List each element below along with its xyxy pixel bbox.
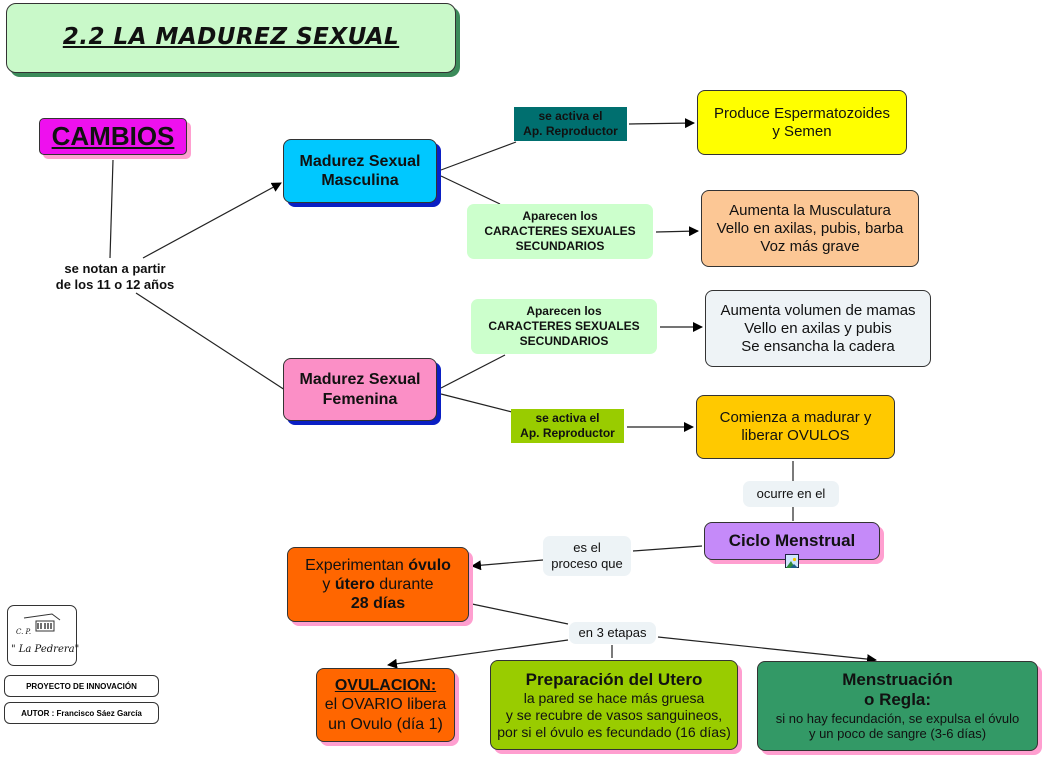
node-line: y útero durante	[322, 575, 433, 594]
link-label-notan[interactable]: se notan a partir de los 11 o 12 años	[40, 259, 190, 295]
node-caracteres-femeninos[interactable]: Aumenta volumen de mamas Vello en axilas…	[705, 290, 931, 367]
node-text: Masculina	[321, 172, 399, 189]
node-ovulacion[interactable]: OVULACION: el OVARIO libera un Ovulo (dí…	[316, 668, 455, 742]
link-notan-masculina	[142, 182, 282, 259]
node-text: durante	[374, 575, 434, 593]
link-label-text: Ap. Reproductor	[520, 426, 615, 440]
project-text: PROYECTO DE INNOVACIÓN	[26, 681, 137, 691]
link-exp-etapas	[471, 603, 569, 625]
link-cambios-notan	[109, 159, 114, 259]
node-text: Femenina	[322, 390, 398, 408]
node-madurez-masculina[interactable]: Madurez Sexual Masculina	[283, 139, 437, 203]
link-label-text: de los 11 o 12 años	[55, 277, 175, 292]
node-menstruacion[interactable]: Menstruación o Regla: si no hay fecundac…	[757, 661, 1038, 751]
node-text: un Ovulo (día 1)	[328, 715, 443, 733]
link-masc-caracteres	[440, 175, 501, 205]
node-text-bold: óvulo	[408, 556, 451, 574]
node-text: Vello en axilas, pubis, barba	[716, 219, 904, 237]
node-text: Aumenta volumen de mamas	[720, 301, 916, 319]
node-text: Voz más grave	[760, 237, 860, 255]
node-text: Madurez Sexual	[299, 371, 421, 389]
link-label-text: SECUNDARIOS	[515, 239, 605, 253]
node-heading: Preparación del Utero	[525, 669, 703, 689]
logo-text: C. P.	[16, 628, 32, 636]
node-text-bold: útero	[334, 575, 375, 593]
node-text: Ciclo Menstrual	[728, 530, 856, 550]
link-label-text: es el	[573, 539, 601, 555]
node-text: y	[322, 575, 335, 593]
node-madurez-femenina[interactable]: Madurez Sexual Femenina	[283, 358, 437, 421]
node-text: y Semen	[772, 122, 832, 140]
link-label-text: ocurre en el	[756, 485, 826, 501]
link-label-text: Ap. Reproductor	[523, 124, 618, 138]
link-label-caracteres-masculino[interactable]: Aparecen los CARACTERES SEXUALES SECUNDA…	[467, 204, 653, 259]
link-label-text: se notan a partir	[64, 260, 166, 276]
title-banner: 2.2 LA MADUREZ SEXUAL	[6, 3, 456, 73]
link-label-ocurre[interactable]: ocurre en el	[743, 481, 839, 507]
node-text: Experimentan	[305, 556, 409, 574]
link-label-text: se activa el	[538, 109, 603, 123]
project-label: PROYECTO DE INNOVACIÓN	[4, 675, 159, 697]
link-caracteres-musc	[655, 226, 699, 237]
node-heading: o Regla:	[863, 690, 932, 710]
node-text: Comienza a madurar y	[719, 409, 872, 426]
node-text: Produce Espermatozoides	[714, 104, 890, 122]
link-label-activa-femenino[interactable]: se activa el Ap. Reproductor	[511, 409, 624, 443]
link-ciclo-proceso	[632, 545, 703, 552]
node-text: Se ensancha la cadera	[741, 337, 895, 355]
link-label-text: CARACTERES SEXUALES	[484, 224, 636, 238]
link-masc-activa	[440, 141, 517, 171]
node-experimentan[interactable]: Experimentan óvulo y útero durante 28 dí…	[287, 547, 469, 622]
link-label-text: Aparecen los	[522, 209, 598, 223]
node-caracteres-masculinos[interactable]: Aumenta la Musculatura Vello en axilas, …	[701, 190, 919, 267]
node-liberar-ovulos[interactable]: Comienza a madurar y liberar OVULOS	[696, 395, 895, 459]
node-text: Aumenta la Musculatura	[729, 201, 891, 219]
image-icon[interactable]	[785, 554, 799, 568]
link-fem-caracteres	[440, 354, 506, 389]
page-title: 2.2 LA MADUREZ SEXUAL	[62, 24, 400, 51]
school-logo: C. P. " La Pedrera"	[7, 605, 80, 666]
node-text: y un poco de sangre (3-6 días)	[808, 726, 987, 742]
link-label-caracteres-femenino[interactable]: Aparecen los CARACTERES SEXUALES SECUNDA…	[471, 299, 657, 354]
node-text-bold: 28 días	[350, 595, 406, 613]
link-label-text: SECUNDARIOS	[519, 334, 609, 348]
link-activa-semen	[628, 118, 695, 129]
node-cambios[interactable]: CAMBIOS	[39, 118, 187, 155]
link-label-activa-masculino[interactable]: se activa el Ap. Reproductor	[514, 107, 627, 141]
node-text: si no hay fecundación, se expulsa el óvu…	[775, 710, 1020, 726]
link-notan-femenina	[135, 292, 286, 391]
author-text: AUTOR : Francisco Sáez García	[21, 708, 142, 718]
node-preparacion-utero[interactable]: Preparación del Utero la pared se hace m…	[490, 660, 738, 750]
link-label-proceso[interactable]: es el proceso que	[543, 536, 631, 576]
link-label-text: en 3 etapas	[578, 624, 647, 640]
node-text: liberar OVULOS	[741, 427, 850, 444]
link-label-text: CARACTERES SEXUALES	[488, 319, 640, 333]
link-label-text: se activa el	[535, 411, 600, 425]
node-heading: Menstruación	[842, 670, 953, 690]
node-line: Experimentan óvulo	[305, 556, 451, 575]
link-fem-activa	[440, 393, 513, 413]
node-heading: OVULACION:	[334, 677, 437, 695]
node-text: Vello en axilas y pubis	[744, 319, 892, 337]
link-label-text: Aparecen los	[526, 304, 602, 318]
node-text: por si el óvulo es fecundado (16 días)	[497, 723, 731, 740]
link-label-etapas[interactable]: en 3 etapas	[569, 622, 656, 644]
node-text: Madurez Sexual	[299, 152, 421, 170]
image-icon-glyph	[786, 557, 798, 568]
node-text: el OVARIO libera	[324, 696, 447, 714]
node-text: la pared se hace más gruesa	[523, 690, 705, 706]
node-text: y se recubre de vasos sanguineos,	[505, 706, 723, 723]
author-label: AUTOR : Francisco Sáez García	[4, 702, 159, 724]
node-produce-espermatozoides[interactable]: Produce Espermatozoides y Semen	[697, 90, 907, 155]
building-icon	[23, 613, 61, 632]
logo-text: " La Pedrera"	[11, 644, 80, 655]
link-proceso-exp	[471, 559, 544, 571]
link-etapas-regla	[657, 636, 877, 665]
link-label-text: proceso que	[551, 556, 623, 571]
node-cambios-label: CAMBIOS	[51, 120, 175, 151]
